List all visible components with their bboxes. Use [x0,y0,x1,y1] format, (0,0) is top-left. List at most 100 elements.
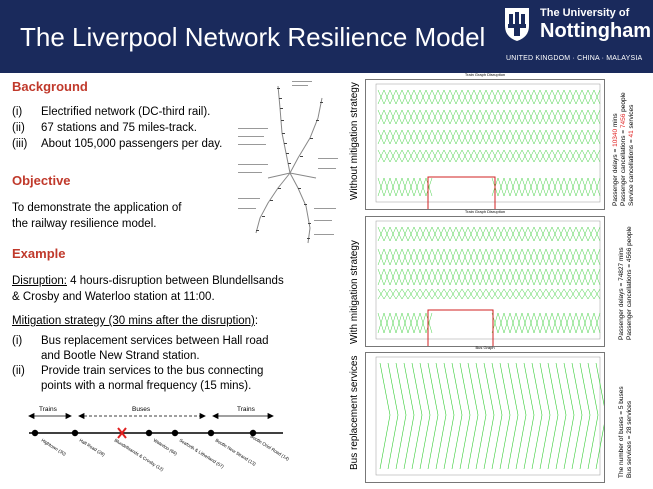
train-path-line [557,226,565,242]
train-path-line [389,109,397,125]
disruption-line-1: Disruption: 4 hours-disruption between B… [12,275,284,287]
train-path-line [425,312,433,334]
train-path-line [395,226,403,242]
train-path-line [503,89,511,105]
train-path-line [467,129,475,145]
train-path-line [425,89,433,105]
train-path-line [569,268,577,286]
train-path-line [485,129,493,145]
train-path-line [455,248,463,266]
train-path-line [551,177,559,197]
train-path-line [497,226,505,242]
train-path-line [497,268,505,286]
train-path-line [545,109,553,125]
station-label: Bootle Oriel Road (14) [249,434,290,462]
bus-path-line [587,362,599,470]
train-path-line [431,89,439,105]
mitigation-item-1: (i) Bus replacement services between Hal… [12,335,269,362]
train-path-line [449,149,457,163]
train-path-line [473,248,481,266]
train-path-line [407,129,415,145]
train-path-line [455,149,463,163]
train-path-line [527,129,535,145]
bus-path-line [443,362,455,470]
train-path-line [389,89,397,105]
train-path-line [581,89,589,105]
train-path-line [515,89,523,105]
train-path-line [413,226,421,242]
train-path-line [497,149,505,163]
train-path-line [581,268,589,286]
train-path-line [533,149,541,163]
train-path-line [491,149,499,163]
train-path-line [527,288,535,300]
train-path-line [581,149,589,163]
train-path-line [587,226,595,242]
station-label: Waterloo (66) [152,438,178,457]
train-path-line [533,177,541,197]
train-path-line [503,268,511,286]
train-path-line [419,149,427,163]
train-path-line [563,226,571,242]
train-path-line [575,226,583,242]
train-path-line [479,226,487,242]
train-path-line [437,149,445,163]
bus-path-line [411,362,423,470]
train-path-line [455,129,463,145]
train-path-line [407,248,415,266]
train-path-line [551,288,559,300]
train-path-line [395,89,403,105]
train-path-line [521,288,529,300]
train-path-line [563,177,571,197]
train-path-line [461,109,469,125]
train-path-line [461,248,469,266]
train-path-line [383,226,391,242]
bus-graph-chart [375,356,604,476]
train-path-line [479,109,487,125]
train-path-line [479,268,487,286]
train-path-line [575,248,583,266]
train-path-line [407,312,415,334]
train-path-line [413,288,421,300]
train-path-line [593,312,601,334]
train-path-line [515,129,523,145]
train-path-line [425,248,433,266]
train-path-line [563,129,571,145]
train-path-line [503,312,511,334]
train-path-line [545,288,553,300]
train-path-line [527,312,535,334]
train-path-line [491,89,499,105]
network-map [238,81,338,244]
train-path-line [557,268,565,286]
with-mitigation-label: With mitigation strategy [349,240,360,344]
train-path-line [551,89,559,105]
train-path-line [479,129,487,145]
bus-path-line [531,362,543,470]
train-path-line [533,288,541,300]
train-path-line [419,129,427,145]
train-path-line [389,268,397,286]
train-path-line [551,129,559,145]
train-path-line [377,149,385,163]
bus-path-line [427,362,439,470]
train-path-line [383,268,391,286]
train-path-line [569,312,577,334]
train-path-line [569,226,577,242]
train-path-line [527,248,535,266]
train-path-line [497,129,505,145]
train-path-line [389,129,397,145]
train-path-line [557,177,565,197]
with-plot-title: Train Graph Disruption [464,209,506,214]
train-path-line [389,248,397,266]
train-path-line [533,89,541,105]
bus-stats: The number of buses = 5 buses Bus servic… [618,386,634,478]
train-path-line [593,226,601,242]
train-path-line [527,268,535,286]
bus-path-line [595,362,604,470]
train-path-line [473,226,481,242]
bus-count-stat: The number of buses = 5 buses [618,386,625,478]
train-path-line [581,129,589,145]
train-path-line [401,268,409,286]
train-path-line [593,177,601,197]
train-path-line [425,149,433,163]
